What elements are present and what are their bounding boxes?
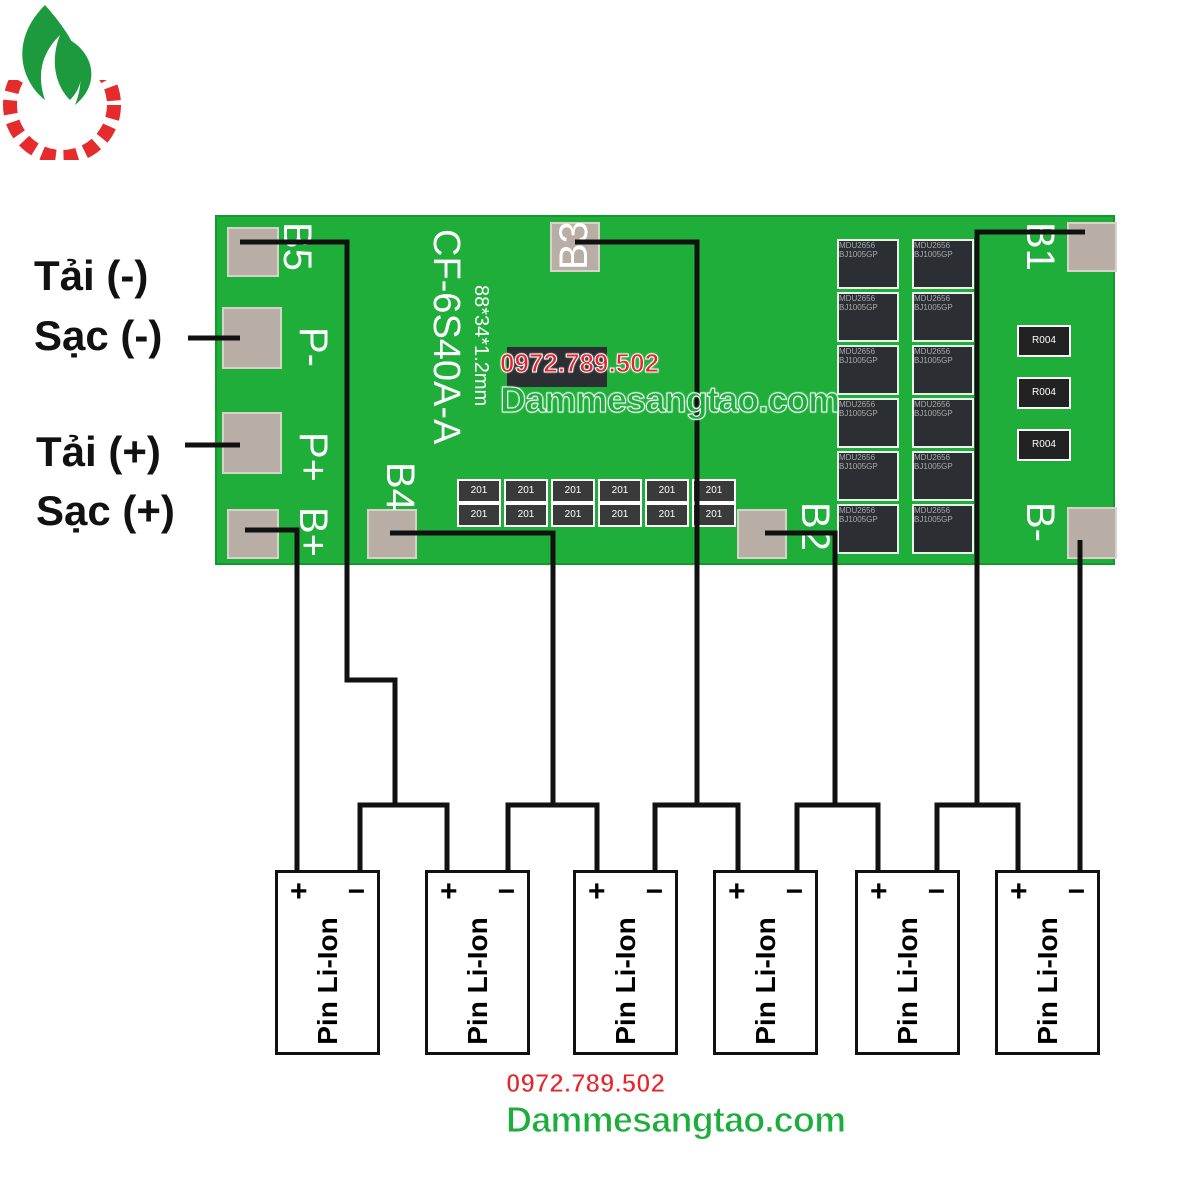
wire-b4 — [390, 530, 556, 805]
pad-b-minus — [1067, 507, 1117, 559]
mosfet: MDU2656 BJ1005GP — [912, 345, 974, 395]
wire-b5 — [240, 239, 398, 805]
battery-label: Pin Li-Ion — [609, 917, 641, 1045]
shunt-resistor: R004 — [1017, 429, 1071, 461]
resistor: 201 — [551, 503, 595, 527]
watermark-site: Dammesangtao.com — [499, 379, 840, 421]
watermark-phone: 0972.789.502 — [499, 348, 660, 379]
mosfet: MDU2656 BJ1005GP — [912, 239, 974, 289]
bridge-5 — [934, 802, 1021, 870]
battery-5: + −Pin Li-Ion — [855, 870, 960, 1055]
bridge-4 — [794, 802, 881, 870]
resistor: 201 — [551, 479, 595, 503]
mosfet: MDU2656 BJ1005GP — [837, 345, 899, 395]
wire-b2 — [765, 530, 838, 805]
resistor: 201 — [598, 479, 642, 503]
plus-terminal: + — [728, 875, 746, 908]
plus-terminal: + — [290, 875, 308, 908]
mosfet: MDU2656 BJ1005GP — [912, 504, 974, 554]
minus-terminal: − — [785, 875, 803, 908]
watermark-bottom: 0972.789.502 Dammesangtao.com — [505, 1068, 846, 1141]
battery-label: Pin Li-Ion — [311, 917, 343, 1045]
resistor: 201 — [457, 503, 501, 527]
battery-3: + −Pin Li-Ion — [573, 870, 678, 1055]
battery-6: + −Pin Li-Ion — [995, 870, 1100, 1055]
mosfet: MDU2656 BJ1005GP — [837, 292, 899, 342]
wire-b3 — [575, 239, 700, 805]
resistor: 201 — [645, 503, 689, 527]
battery-2: + −Pin Li-Ion — [425, 870, 530, 1055]
battery-4: + −Pin Li-Ion — [713, 870, 818, 1055]
label-load-plus: Tải (+) — [36, 428, 161, 475]
battery-label: Pin Li-Ion — [749, 917, 781, 1045]
battery-label: Pin Li-Ion — [891, 917, 923, 1045]
label-charge-plus: Sạc (+) — [36, 487, 175, 534]
mosfet: MDU2656 BJ1005GP — [912, 451, 974, 501]
mosfet: MDU2656 BJ1005GP — [837, 239, 899, 289]
wire-b1 — [974, 229, 1085, 805]
bridge-1 — [357, 802, 450, 870]
battery-label: Pin Li-Ion — [461, 917, 493, 1045]
logo-icon — [0, 0, 130, 160]
pad-b-plus — [227, 509, 279, 559]
resistor: 201 — [504, 479, 548, 503]
minus-terminal: − — [347, 875, 365, 908]
plus-terminal: + — [1010, 875, 1028, 908]
bridge-3 — [652, 802, 741, 870]
pad-b5 — [227, 227, 279, 277]
watermark-top: 0972.789.502 Dammesangtao.com — [499, 348, 840, 421]
resistor: 201 — [457, 479, 501, 503]
minus-terminal: − — [927, 875, 945, 908]
resistor: 201 — [504, 503, 548, 527]
resistor: 201 — [645, 479, 689, 503]
bms-board: B5 P- P+ B+ B4 B3 B2 B1 B- CF-6S40A-A 88… — [215, 215, 1117, 565]
label-load-minus: Tải (-) — [34, 252, 149, 299]
plus-terminal: + — [440, 875, 458, 908]
watermark-site: Dammesangtao.com — [505, 1099, 846, 1141]
label-charge-minus: Sạc (-) — [34, 312, 163, 359]
battery-label: Pin Li-Ion — [1031, 917, 1063, 1045]
ic-chip — [507, 347, 607, 387]
watermark-phone: 0972.789.502 — [505, 1068, 666, 1099]
shunt-resistor: R004 — [1017, 325, 1071, 357]
battery-1: + −Pin Li-Ion — [275, 870, 380, 1055]
mosfet: MDU2656 BJ1005GP — [912, 398, 974, 448]
minus-terminal: − — [1067, 875, 1085, 908]
minus-terminal: − — [497, 875, 515, 908]
shunt-resistor: R004 — [1017, 377, 1071, 409]
resistor: 201 — [598, 503, 642, 527]
bridge-2 — [505, 802, 600, 870]
mosfet: MDU2656 BJ1005GP — [912, 292, 974, 342]
pad-b3 — [550, 222, 600, 272]
wire-b-plus — [245, 527, 300, 870]
mosfet: MDU2656 BJ1005GP — [837, 398, 899, 448]
mosfet: MDU2656 BJ1005GP — [837, 451, 899, 501]
plus-terminal: + — [870, 875, 888, 908]
minus-terminal: − — [645, 875, 663, 908]
mosfet: MDU2656 BJ1005GP — [837, 504, 899, 554]
plus-terminal: + — [588, 875, 606, 908]
